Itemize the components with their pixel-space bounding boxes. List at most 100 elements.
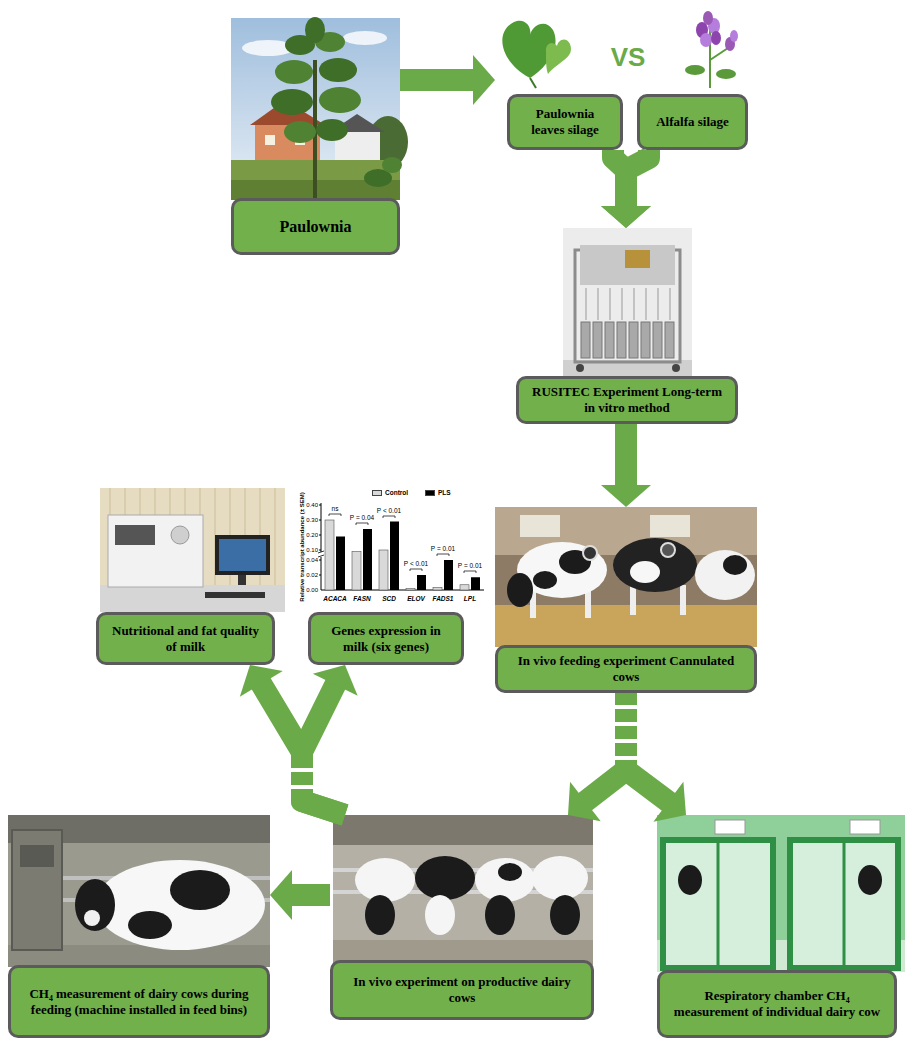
arrow-head <box>568 782 601 822</box>
chart-label: ns <box>332 506 339 513</box>
box-label: Genes expression in milk (six genes) <box>319 623 453 654</box>
chart-label: 0.02 <box>306 572 318 578</box>
gene-expression-chart <box>318 555 324 557</box>
cannulated-cows-photo <box>630 561 660 583</box>
chart-label: P < 0.01 <box>377 508 401 515</box>
gene-expression-chart <box>319 560 321 561</box>
arrow-shaft <box>261 683 345 815</box>
respiration-chamber-photo <box>717 840 720 968</box>
gene-expression-chart <box>437 554 449 556</box>
paulownia-photo <box>265 135 275 145</box>
cannulated-cows-photo <box>533 571 557 589</box>
gene-expression-chart <box>417 575 426 590</box>
gene-expression-chart <box>319 505 321 506</box>
paulownia-photo <box>231 18 400 200</box>
label-box: In vivo experiment on productive dairy c… <box>330 960 594 1020</box>
dairy-cows-photo <box>475 858 535 902</box>
photo-node: Nutritional and fat quality of milk <box>96 488 285 665</box>
rusitec-photo <box>653 322 662 358</box>
dairy-cows-photo <box>532 856 588 900</box>
chart-label: 0.20 <box>306 532 318 538</box>
box-label: In vivo experiment on productive dairy c… <box>341 974 583 1005</box>
alfalfa-icon <box>685 65 705 75</box>
label-box: Nutritional and fat quality of milk <box>96 612 275 665</box>
gene-expression-chart <box>319 550 321 551</box>
alfalfa-icon <box>730 30 738 42</box>
leaf-icon <box>546 40 571 74</box>
feeding-station-photo <box>84 910 100 926</box>
milk-lab-photo <box>219 539 266 571</box>
arrow-head <box>240 665 283 697</box>
alfalfa-icon <box>710 48 728 60</box>
arrow-stripe <box>614 705 638 709</box>
flow-arrow <box>614 693 686 822</box>
arrow-head <box>473 55 495 105</box>
flow-arrow <box>290 665 358 815</box>
chart-label: 0.00 <box>306 587 318 593</box>
milk-lab-photo <box>100 585 285 612</box>
respiration-chamber-photo <box>657 815 905 972</box>
gene-expression-chart <box>318 551 324 553</box>
flow-arrow <box>601 424 651 507</box>
flow-arrow <box>400 55 495 105</box>
rusitec-photo <box>576 364 584 372</box>
photo-node: Genes expression in milk (six genes) <box>308 612 464 665</box>
paulownia-photo <box>319 87 361 113</box>
rusitec-photo <box>563 228 692 378</box>
chart-label: ELOV <box>407 596 425 603</box>
rusitec-photo <box>580 245 675 285</box>
milk-lab-photo <box>275 488 276 585</box>
milk-lab-photo <box>100 488 285 612</box>
gene-expression-chart <box>410 569 422 571</box>
feeding-station-photo <box>8 815 270 967</box>
chart-label: ACACA <box>323 596 346 603</box>
photo-node: Respiratory chamber CH₄ measurement of i… <box>655 815 900 1038</box>
photo-node: In vivo feeding experiment Cannulated co… <box>495 507 757 693</box>
gene-expression-chart <box>379 550 388 590</box>
rusitec-photo <box>593 322 602 358</box>
arrow-stripe <box>614 722 638 726</box>
box-label: Alfalfa silage <box>656 114 729 130</box>
milk-lab-photo <box>100 488 285 612</box>
cannulated-cows-photo <box>583 546 597 560</box>
legend-label: PLS <box>438 490 451 497</box>
rusitec-photo <box>672 364 680 372</box>
feeding-station-photo <box>12 830 62 950</box>
arrow-head <box>601 485 651 507</box>
respiration-chamber-photo <box>850 820 880 834</box>
respiration-chamber-photo <box>678 865 702 895</box>
arrow-head <box>601 206 651 228</box>
dairy-cows-photo <box>333 815 593 965</box>
dairy-cows-photo <box>355 858 415 902</box>
cannulated-cows-photo <box>495 507 757 647</box>
legend-swatch <box>372 490 382 496</box>
leaf-icon <box>502 21 571 88</box>
milk-lab-photo <box>238 575 246 585</box>
rusitec-photo <box>665 322 674 358</box>
feeding-station-photo <box>128 911 172 939</box>
arrow-shaft <box>626 150 649 207</box>
chart-label: P = 0.01 <box>458 563 482 570</box>
box-label: RUSITEC Experiment Long-term in vitro me… <box>527 384 727 415</box>
photo-node: CH₄ measurement of dairy cows during fee… <box>8 815 270 1038</box>
paulownia-photo <box>382 157 402 173</box>
milk-lab-photo <box>108 515 203 587</box>
label-box: Genes expression in milk (six genes) <box>308 612 464 665</box>
arrow-head <box>313 665 358 696</box>
flow-arrow <box>240 665 345 815</box>
chart-label: P < 0.01 <box>404 561 428 568</box>
dairy-cows-photo <box>333 815 593 845</box>
dairy-cows-photo <box>498 863 522 881</box>
rusitec-photo <box>658 288 659 320</box>
alfalfa-icon <box>711 31 721 45</box>
cannulated-cows-photo <box>650 515 690 537</box>
arrow-stripe <box>290 768 314 772</box>
label-box: Paulownia <box>231 198 400 255</box>
gene-expression-chart <box>295 488 487 612</box>
alfalfa-icon <box>700 33 712 47</box>
respiration-chamber-photo <box>715 820 745 834</box>
box-label: Paulownia <box>279 217 351 236</box>
rusitec-photo <box>629 322 638 358</box>
